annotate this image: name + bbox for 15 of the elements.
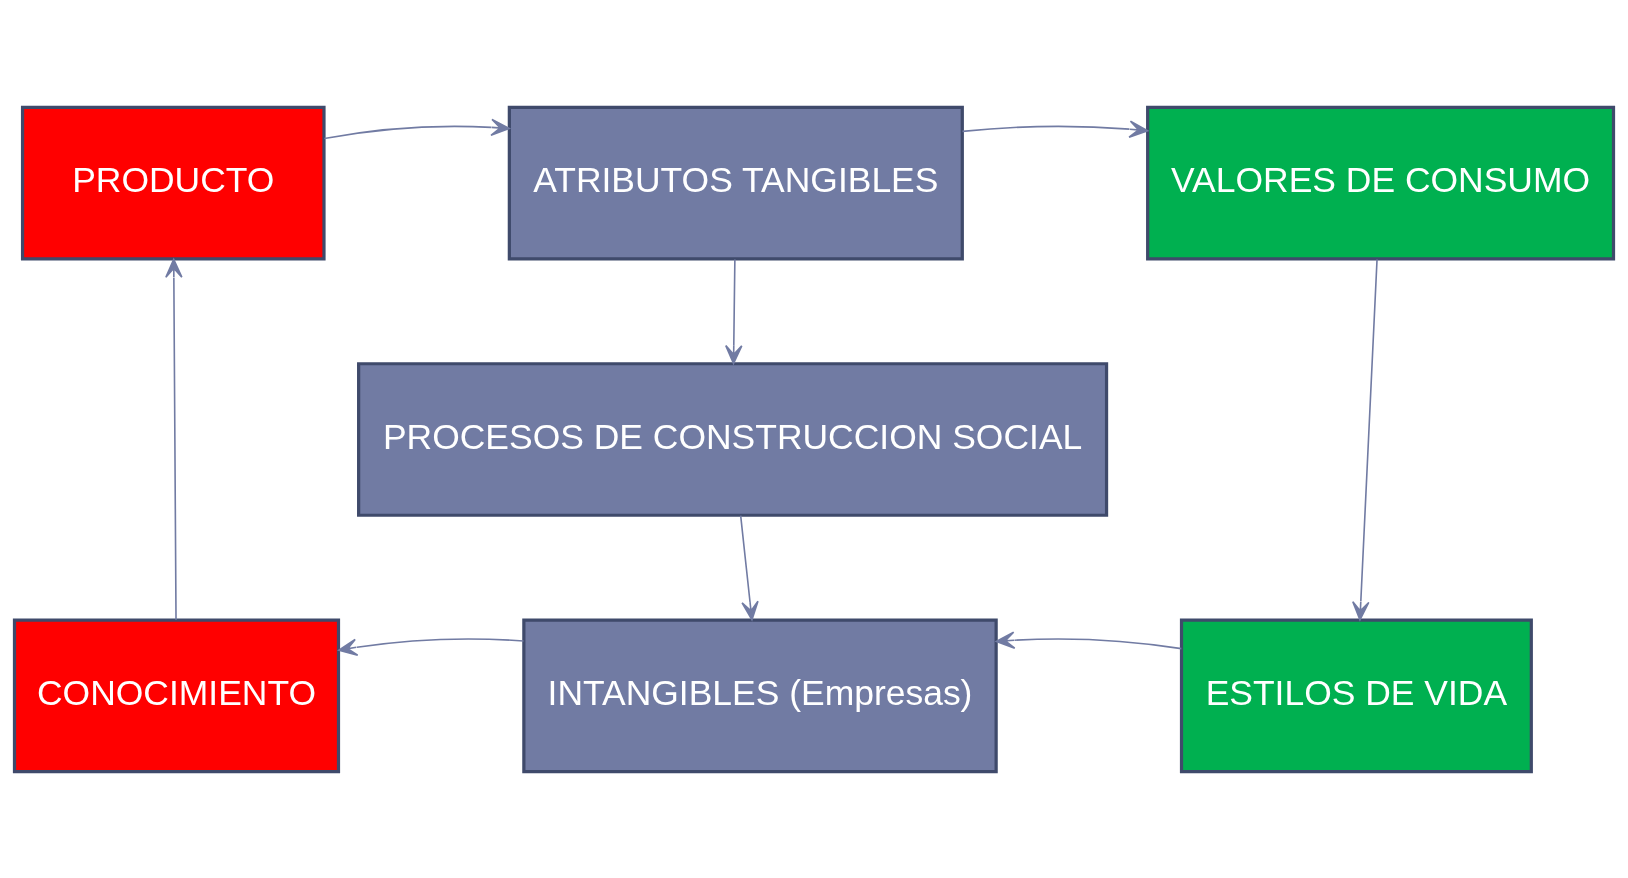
node-box: ESTILOS DE VIDA xyxy=(1179,617,1533,773)
node-box: ATRIBUTOS TANGIBLES xyxy=(507,105,964,261)
arrow xyxy=(1352,258,1378,621)
arrow xyxy=(961,119,1149,138)
node-box: PRODUCTO xyxy=(20,105,326,261)
arrow xyxy=(725,258,743,364)
node-box: PROCESOS DE CONSTRUCCION SOCIAL xyxy=(357,361,1109,517)
arrow xyxy=(338,637,525,656)
arrow xyxy=(323,118,510,139)
arrow xyxy=(165,258,183,621)
arrow xyxy=(995,630,1183,649)
node-box: CONOCIMIENTO xyxy=(12,617,341,773)
arrow xyxy=(739,514,759,620)
node-box: VALORES DE CONSUMO xyxy=(1146,105,1616,261)
node-box: INTANGIBLES (Empresas) xyxy=(522,617,998,773)
